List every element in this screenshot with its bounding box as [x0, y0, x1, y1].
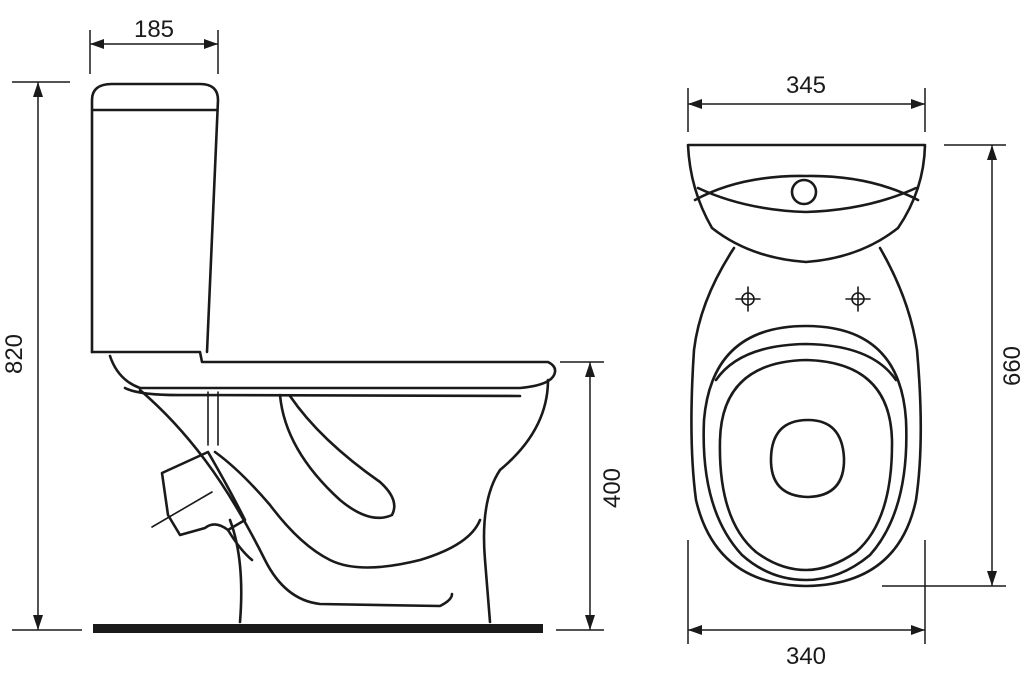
dimension-top-width: 345: [687, 72, 926, 132]
dim-label-top-width: 345: [786, 72, 826, 99]
trap-channel: [138, 388, 454, 608]
dimension-total-depth: 660: [882, 144, 1024, 587]
drain-hole: [769, 418, 846, 499]
dimension-seat-height: 400: [556, 361, 626, 631]
top-cistern: [686, 143, 927, 264]
bowl-rim: [90, 350, 557, 390]
top-seat-outer: [702, 324, 908, 582]
top-seat-lip: [714, 342, 898, 382]
bowl-body: [482, 378, 550, 624]
top-cistern-front: [693, 174, 920, 202]
dim-label-bowl-width: 340: [786, 643, 826, 670]
top-bowl: [690, 246, 923, 588]
dimension-bowl-width: 340: [687, 540, 926, 670]
top-cistern-front-2: [696, 186, 918, 214]
dim-label-total-depth: 660: [999, 346, 1024, 386]
dimension-tank-depth: 185: [89, 16, 219, 74]
fixing-point-right: [845, 286, 871, 312]
bowl-front-foot: [228, 518, 243, 624]
flush-button: [790, 178, 818, 206]
trap-channel-inner: [213, 450, 482, 569]
floor-plate: [93, 624, 543, 633]
bowl-rim-lower: [123, 386, 522, 398]
side-view: [90, 82, 557, 633]
dim-label-total-height: 820: [1, 334, 28, 374]
cistern-tank: [90, 82, 220, 354]
fixing-point-left: [735, 286, 761, 312]
dimension-total-height: 820: [1, 81, 82, 631]
outlet-hatch: [151, 491, 213, 528]
top-view: [686, 143, 927, 588]
dim-label-seat-height: 400: [599, 468, 626, 508]
outlet-curve: [226, 528, 254, 562]
bowl-inner: [278, 393, 396, 520]
top-seat-inner: [718, 358, 894, 572]
dim-label-tank-depth: 185: [134, 16, 174, 43]
